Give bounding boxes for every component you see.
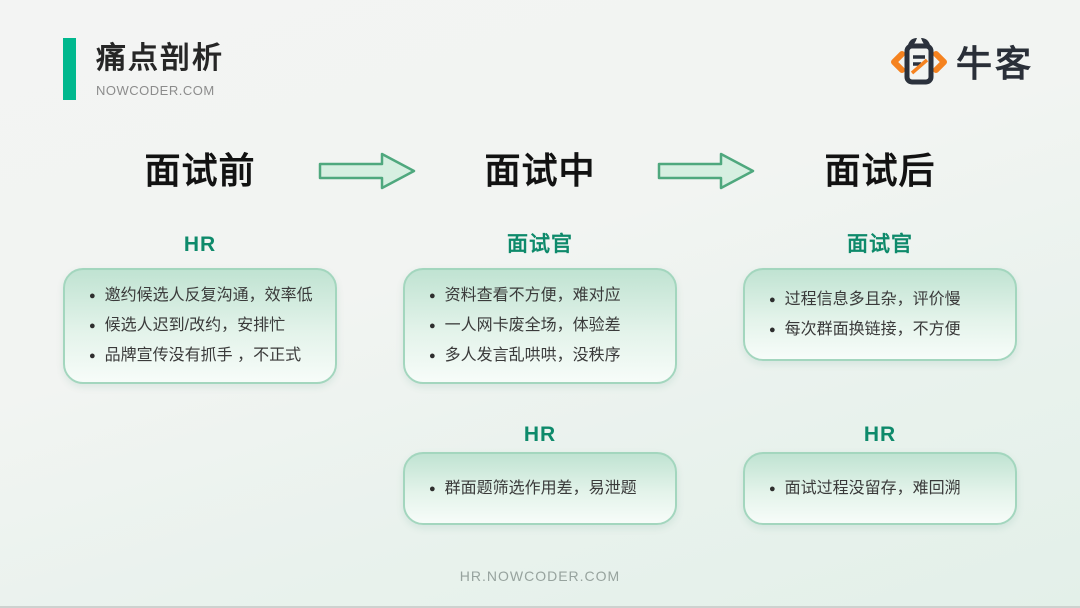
footer-url: HR.NOWCODER.COM	[459, 568, 621, 584]
bullet-item: 品牌宣传没有抓手 ，不正式	[89, 341, 313, 371]
bullet-item: 一人网卡废全场，体验差	[429, 311, 621, 341]
nowcoder-bull-document-icon	[890, 36, 948, 93]
bullet-item: 候选人迟到/改约，安排忙	[89, 311, 313, 341]
role-label-interviewer-after: 面试官	[847, 233, 913, 256]
pain-point-card-interviewer-during: 资料查看不方便，难对应一人网卡废全场，体验差多人发言乱哄哄，没秩序	[403, 268, 677, 384]
stage-label-during-interview: 面试中	[484, 150, 596, 191]
bullet-item: 面试过程没留存，难回溯	[769, 474, 961, 504]
pain-point-card-hr-after: 面试过程没留存，难回溯	[743, 452, 1017, 525]
stage-label-before-interview: 面试前	[144, 150, 256, 191]
pain-point-card-hr-during: 群面题筛选作用差，易泄题	[403, 452, 677, 525]
bullet-list: 群面题筛选作用差，易泄题	[429, 474, 637, 504]
role-label-hr-after: HR	[863, 423, 897, 446]
bullet-list: 过程信息多且杂，评价慢每次群面换链接，不方便	[769, 285, 961, 345]
right-block-arrow-icon	[318, 151, 416, 191]
role-label-hr-before: HR	[183, 233, 217, 256]
bullet-item: 过程信息多且杂，评价慢	[769, 285, 961, 315]
title-block: 痛点剖析 NOWCODER.COM	[96, 40, 224, 98]
role-label-hr-during: HR	[523, 423, 557, 446]
bullet-item: 邀约候选人反复沟通，效率低	[89, 281, 313, 311]
bullet-list: 邀约候选人反复沟通，效率低候选人迟到/改约，安排忙品牌宣传没有抓手 ，不正式	[89, 281, 313, 371]
bullet-item: 每次群面换链接，不方便	[769, 315, 961, 345]
pain-point-card-hr-before: 邀约候选人反复沟通，效率低候选人迟到/改约，安排忙品牌宣传没有抓手 ，不正式	[63, 268, 337, 384]
bullet-list: 资料查看不方便，难对应一人网卡废全场，体验差多人发言乱哄哄，没秩序	[429, 281, 621, 371]
nowcoder-logo: 牛客	[890, 36, 1034, 93]
right-block-arrow-icon	[657, 151, 755, 191]
pain-point-card-interviewer-after: 过程信息多且杂，评价慢每次群面换链接，不方便	[743, 268, 1017, 361]
logo-text: 牛客	[955, 43, 1034, 84]
bullet-item: 群面题筛选作用差，易泄题	[429, 474, 637, 504]
page-subtitle: NOWCODER.COM	[96, 83, 215, 98]
bullet-item: 多人发言乱哄哄，没秩序	[429, 341, 621, 371]
title-accent-bar	[63, 38, 76, 100]
page-title: 痛点剖析	[96, 42, 224, 75]
role-label-interviewer-during: 面试官	[507, 233, 573, 256]
stage-label-after-interview: 面试后	[824, 150, 936, 191]
bullet-item: 资料查看不方便，难对应	[429, 281, 621, 311]
bullet-list: 面试过程没留存，难回溯	[769, 474, 961, 504]
